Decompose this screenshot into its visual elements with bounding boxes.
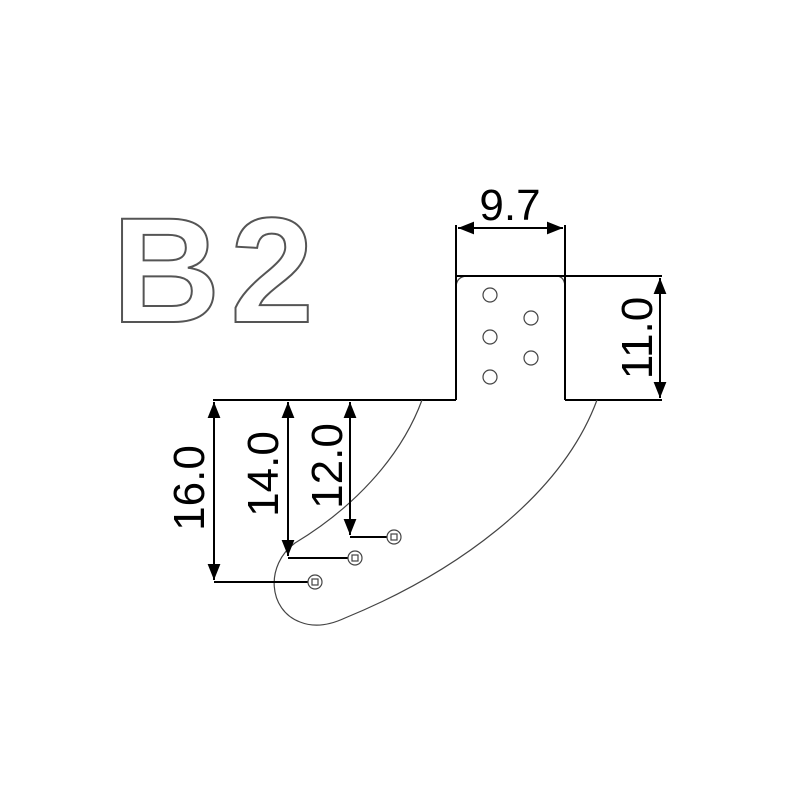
mount-hole xyxy=(482,329,498,345)
dimension-width-top: 9.7 xyxy=(479,181,540,230)
mount-hole xyxy=(482,369,498,385)
dimension-depth-1: 16.0 xyxy=(165,445,214,531)
mount-hole xyxy=(523,310,539,326)
model-label: B2 xyxy=(112,186,324,354)
mount-plate xyxy=(455,225,662,400)
dimension-height-right: 11.0 xyxy=(613,297,662,379)
mount-hole xyxy=(482,287,498,303)
dimension-depth-3: 12.0 xyxy=(303,423,352,509)
mount-hole xyxy=(523,350,539,366)
dimension-depth-2: 14.0 xyxy=(239,431,288,517)
